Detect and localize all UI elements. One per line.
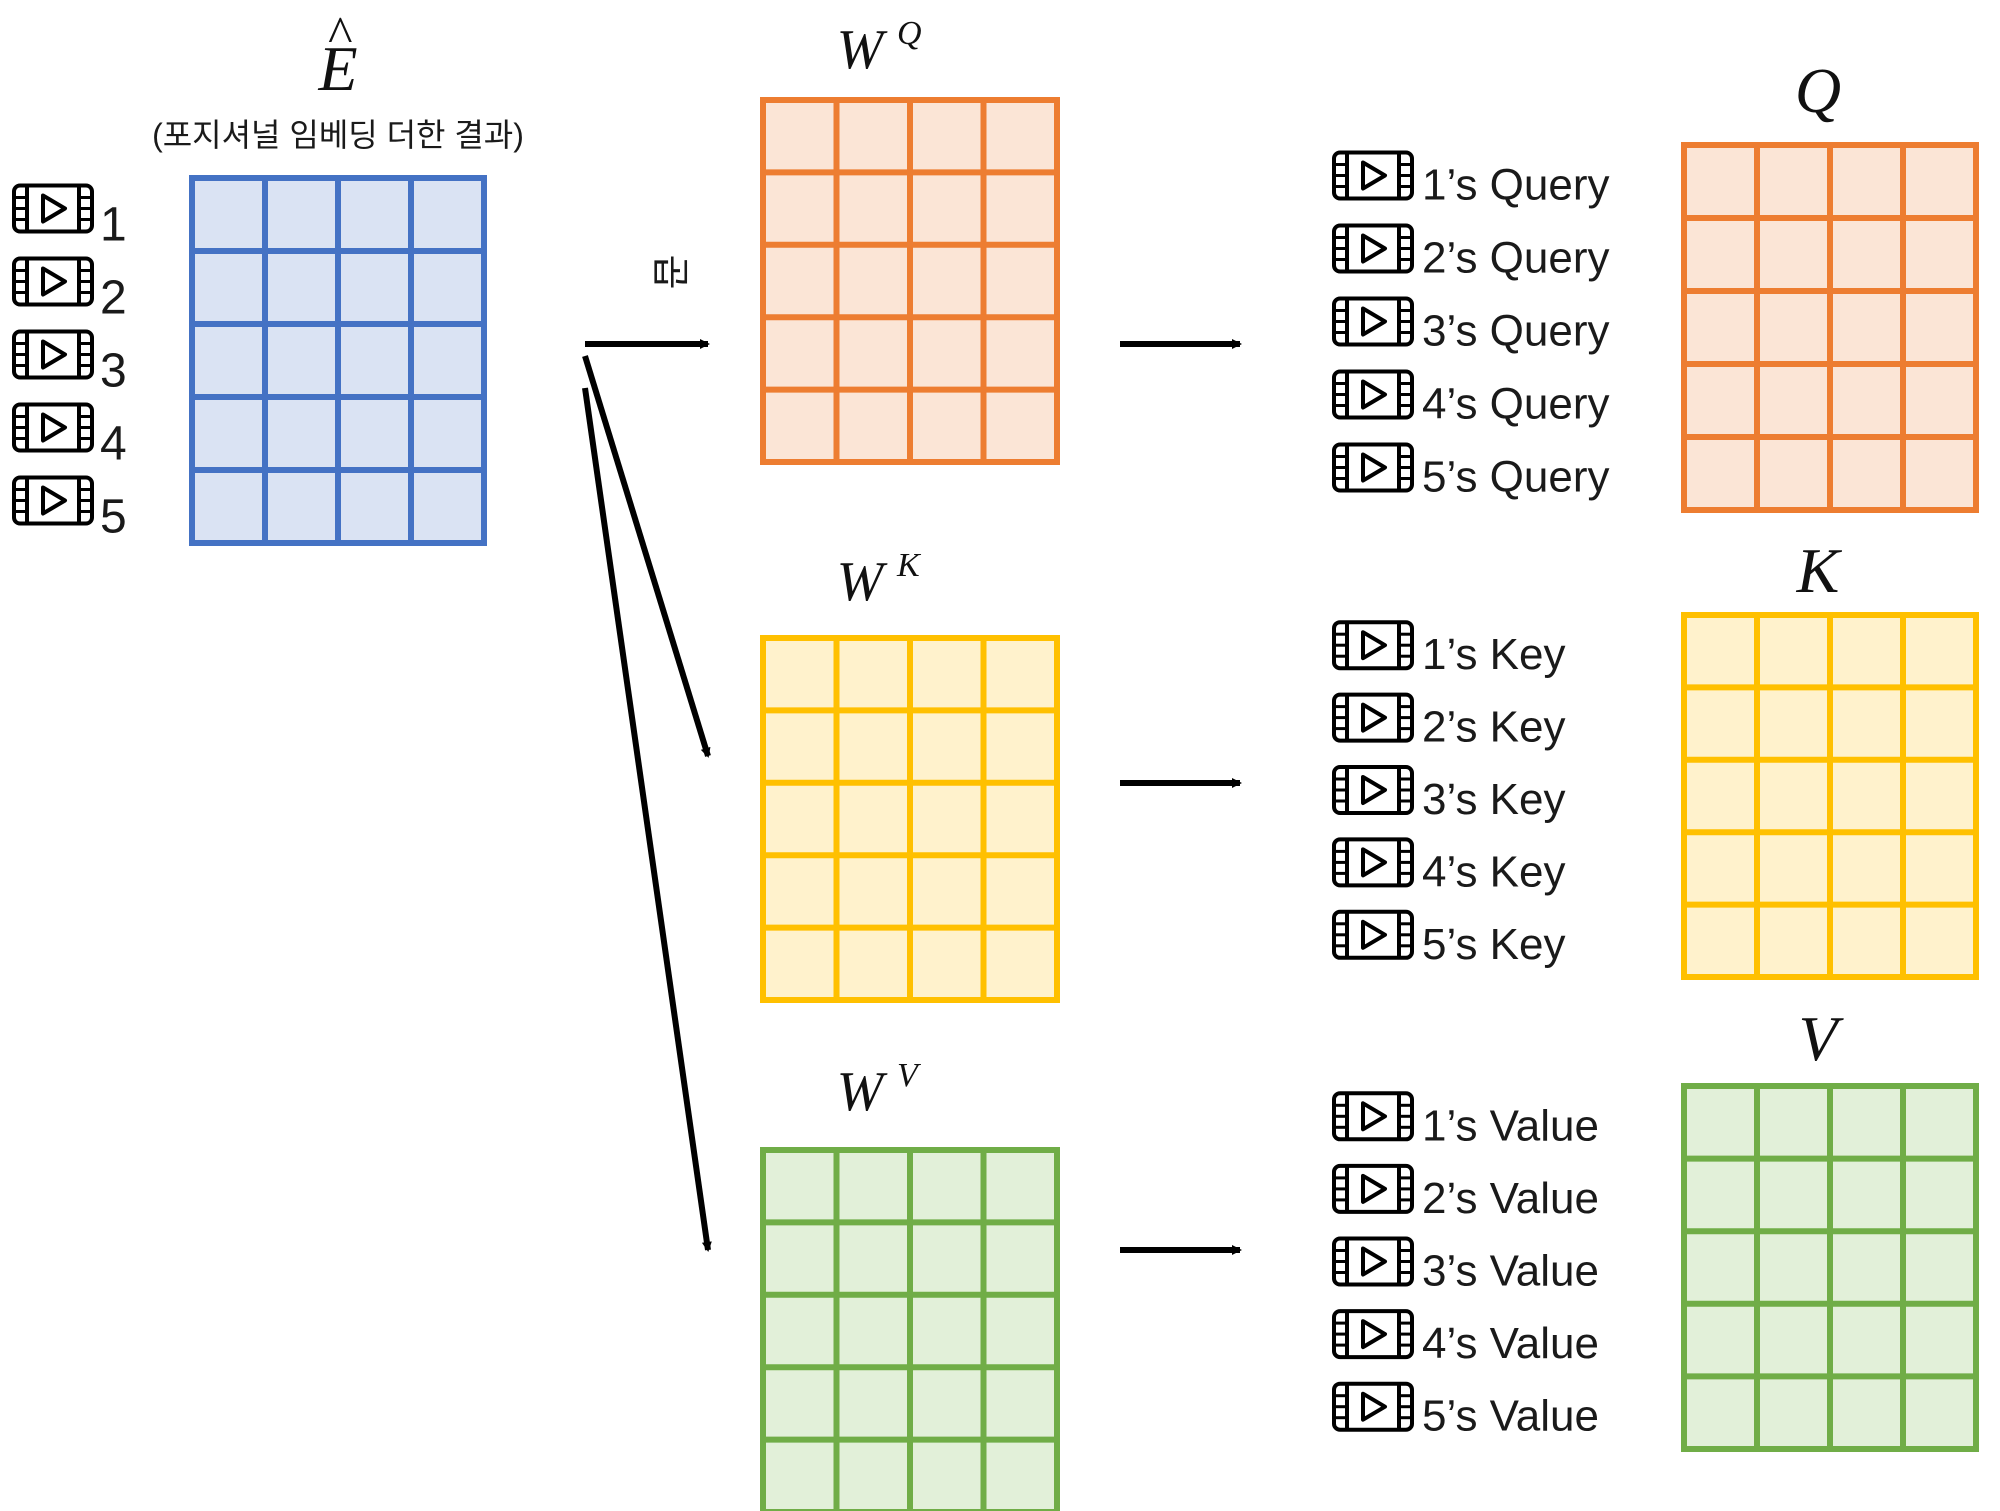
weight-matrix-q	[760, 97, 1060, 465]
video-clip-icon	[12, 402, 94, 453]
weight-q-superscript: Q	[897, 15, 922, 52]
video-clip-icon	[1332, 296, 1414, 347]
input-row-label: 2	[100, 272, 127, 325]
output-row-label: 5’s Key	[1422, 920, 1566, 969]
input-symbol-hat: ^	[327, 7, 352, 64]
input-row-label: 4	[100, 418, 127, 471]
output-matrix-q	[1681, 142, 1979, 513]
input-matrix	[189, 175, 487, 546]
input-row-label: 3	[100, 345, 127, 398]
input-row-labels: 1 2 3 4 5	[12, 183, 127, 544]
weight-matrix-k	[760, 635, 1060, 1003]
output-row-label: 1’s Value	[1422, 1101, 1599, 1150]
video-clip-icon	[1332, 150, 1414, 201]
key-row-labels: 1’s Key 2’s Key 3’s Key 4’s Key 5’s Key	[1332, 620, 1566, 969]
video-clip-icon	[12, 329, 94, 380]
output-row-label: 3’s Query	[1422, 307, 1610, 356]
output-row-label: 4’s Value	[1422, 1319, 1599, 1368]
video-clip-icon	[12, 183, 94, 234]
video-clip-icon	[1332, 837, 1414, 888]
output-title-v: V	[1798, 1003, 1844, 1074]
weight-title-v: W V	[837, 1057, 922, 1123]
output-title-k: K	[1796, 535, 1843, 606]
svg-text:W: W	[837, 551, 888, 613]
output-row-label: 5’s Value	[1422, 1392, 1599, 1441]
weight-title-q: W Q	[837, 15, 922, 81]
video-clip-icon	[1332, 1309, 1414, 1360]
arrow-to-wv	[582, 387, 712, 1252]
input-row-label: 5	[100, 491, 127, 544]
output-row-label: 2’s Value	[1422, 1174, 1599, 1223]
input-caption: (포지셔널 임베딩 더한 결과)	[152, 117, 524, 153]
svg-text:W: W	[837, 19, 888, 81]
weight-v-superscript: V	[897, 1057, 922, 1094]
video-clip-icon	[1332, 1091, 1414, 1142]
video-clip-icon	[1332, 765, 1414, 815]
weight-k-superscript: K	[896, 547, 922, 584]
video-clip-icon	[1332, 1236, 1414, 1287]
operation-label: 곱	[648, 255, 690, 290]
video-clip-icon	[1332, 692, 1414, 743]
video-clip-icon	[1332, 223, 1414, 274]
input-row-label: 1	[100, 199, 127, 252]
input-symbol: E	[317, 33, 357, 104]
value-row-labels: 1’s Value 2’s Value 3’s Value 4’s Value 5’s …	[1332, 1091, 1599, 1441]
weight-title-k: W K	[837, 547, 922, 613]
output-title-q: Q	[1795, 55, 1841, 126]
output-row-label: 1’s Key	[1422, 630, 1566, 679]
video-clip-icon	[1332, 442, 1414, 493]
output-row-label: 5’s Query	[1422, 453, 1610, 502]
query-row-labels: 1’s Query 2’s Query 3’s Query 4’s Query 5’s …	[1332, 150, 1610, 502]
output-row-label: 3’s Key	[1422, 775, 1566, 824]
output-row-label: 2’s Key	[1422, 703, 1566, 752]
output-matrix-v	[1681, 1083, 1979, 1452]
output-row-label: 1’s Query	[1422, 161, 1610, 210]
arrow-to-wk	[582, 355, 711, 758]
output-row-label: 4’s Key	[1422, 847, 1566, 896]
output-row-label: 3’s Value	[1422, 1247, 1599, 1296]
svg-text:W: W	[837, 1061, 888, 1123]
output-row-label: 4’s Query	[1422, 380, 1610, 429]
video-clip-icon	[1332, 1381, 1414, 1432]
output-row-label: 2’s Query	[1422, 234, 1610, 283]
weight-matrix-v	[760, 1147, 1060, 1511]
video-clip-icon	[1332, 620, 1414, 671]
video-clip-icon	[1332, 369, 1414, 420]
output-matrix-k	[1681, 612, 1979, 980]
video-clip-icon	[1332, 1163, 1414, 1214]
video-clip-icon	[12, 256, 94, 307]
video-clip-icon	[1332, 909, 1414, 960]
video-clip-icon	[12, 475, 94, 526]
